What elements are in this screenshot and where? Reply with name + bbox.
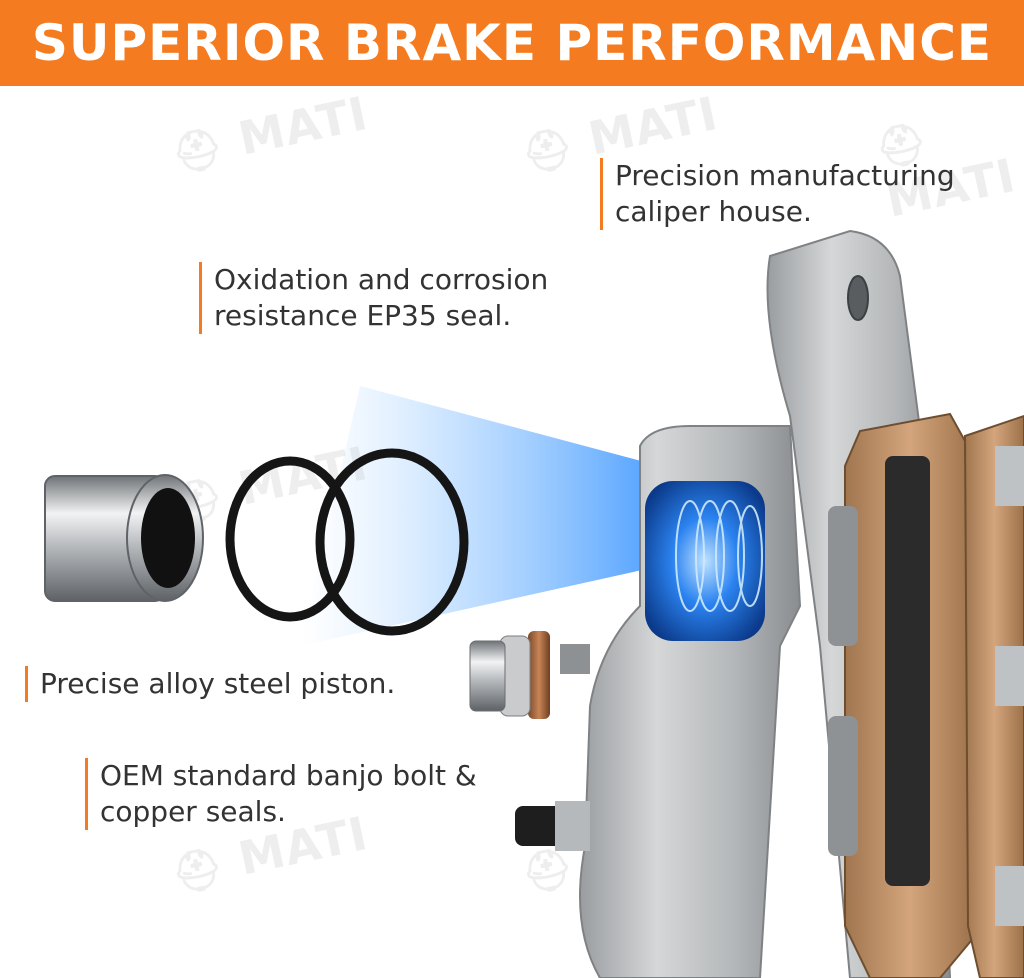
callout-piston-line1: Precise alloy steel piston. [40,667,396,700]
pad-pin [995,646,1024,706]
callout-marker [199,262,202,334]
brake-pad [963,414,1024,978]
callout-banjo-line2: copper seals. [100,795,286,828]
header-banner: SUPERIOR BRAKE PERFORMANCE [0,0,1024,86]
callout-marker [600,158,603,230]
dust-seal [225,456,355,622]
caliper-slide [828,506,858,646]
callout-banjo-bolt: OEM standard banjo bolt & copper seals. [85,758,477,830]
callout-caliper-house: Precision manufacturing caliper house. [600,158,955,230]
brake-caliper-illustration [44,229,1024,978]
callout-piston: Precise alloy steel piston. [25,666,395,702]
callout-ep35-seal: Oxidation and corrosion resistance EP35 … [199,262,548,334]
pad-pin [995,866,1024,926]
callout-seal-line1: Oxidation and corrosion [214,263,549,296]
piston-bore-glow [645,481,765,641]
pad-friction-material [885,456,930,886]
copper-seal [528,631,550,719]
banner-title: SUPERIOR BRAKE PERFORMANCE [31,14,993,72]
callout-marker [85,758,88,830]
energy-swirl [675,500,763,612]
product-scene: ⛑ MATI ⛑ MATI ⛑ MATI ⛑ MATI ⛑ MATI ⛑ MAT… [0,86,1024,978]
bleeder-valve-body [555,801,590,851]
caliper-slide [828,716,858,856]
steel-piston [44,474,204,602]
light-beam [300,386,660,646]
pad-pin [995,446,1024,506]
callout-caliper-line1: Precision manufacturing [615,159,955,192]
callout-banjo-line1: OEM standard banjo bolt & [100,759,477,792]
callout-seal-line2: resistance EP35 seal. [214,299,512,332]
banjo-bolt-thread [560,644,590,674]
callout-caliper-line2: caliper house. [615,195,812,228]
banjo-bolt-head [469,640,506,712]
ep35-seal [315,448,469,636]
bracket-hole [847,275,869,321]
callout-marker [25,666,28,702]
